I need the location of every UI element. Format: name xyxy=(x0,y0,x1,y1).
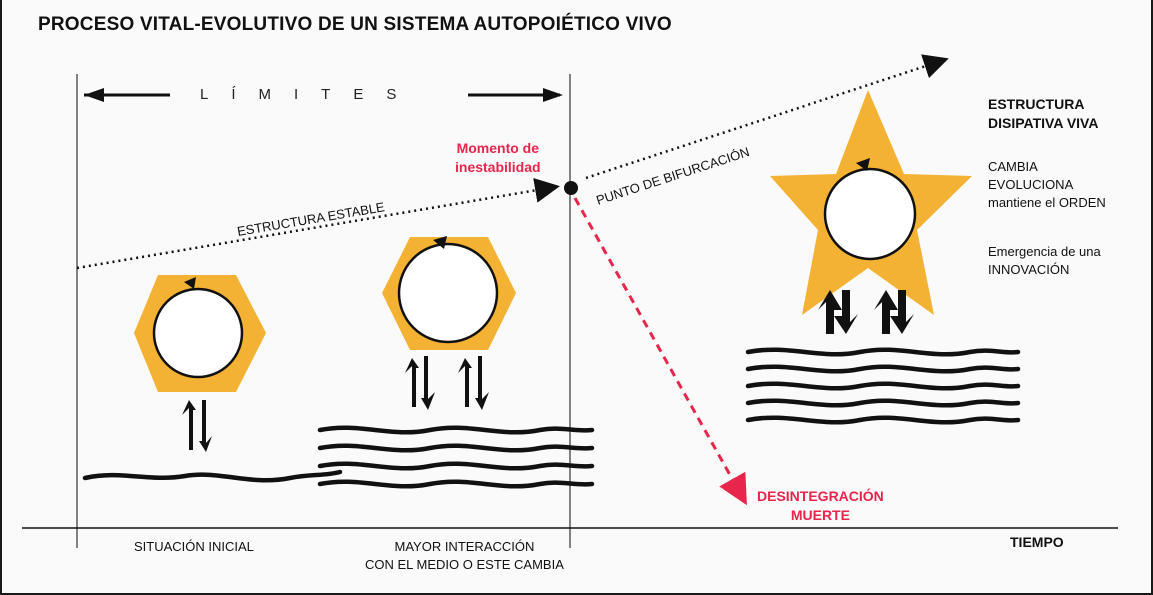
bifurcation-point xyxy=(564,181,578,195)
wave-icon xyxy=(745,347,1021,425)
exchange-arrows-icon xyxy=(405,356,489,410)
estructura-line-1: ESTRUCTURA xyxy=(988,96,1085,112)
desintegracion-line-1: DESINTEGRACIÓN xyxy=(757,488,884,504)
limites-arrows xyxy=(84,88,563,102)
tiempo-label: TIEMPO xyxy=(1010,534,1064,550)
cambia-line-2: EVOLUCIONA xyxy=(988,177,1074,192)
wave-icon xyxy=(317,425,595,489)
desintegracion-line-2: MUERTE xyxy=(790,507,850,523)
emergencia-line-1: Emergencia de una xyxy=(988,244,1101,259)
momento-line-2: inestabilidad xyxy=(455,159,541,175)
exchange-arrows-icon xyxy=(818,290,914,334)
mayor-interaccion-label: MAYOR INTERACCIÓN CON EL MEDIO O ESTE CA… xyxy=(365,538,564,574)
momento-inestabilidad-label: Momento de inestabilidad xyxy=(455,139,541,177)
estructura-line-2: DISIPATIVA VIVA xyxy=(988,115,1099,131)
hexagon-cycle-icon xyxy=(382,236,516,350)
desintegracion-line xyxy=(573,197,747,506)
limites-label: LÍMITES xyxy=(200,86,420,103)
cambia-line-1: CAMBIA xyxy=(988,159,1038,174)
estructura-estable-label: ESTRUCTURA ESTABLE xyxy=(236,199,386,239)
momento-line-1: Momento de xyxy=(456,140,540,156)
mayor-line-1: MAYOR INTERACCIÓN xyxy=(394,539,535,554)
punto-bifurcacion-label: PUNTO DE BIFURCACIÓN xyxy=(594,144,751,208)
situacion-inicial-label: SITUACIÓN INICIAL xyxy=(134,539,254,554)
cambia-line-3: mantiene el ORDEN xyxy=(988,195,1106,210)
hexagon-cycle-icon xyxy=(134,275,266,392)
cambia-text: CAMBIA EVOLUCIONA mantiene el ORDEN xyxy=(988,158,1106,212)
emergencia-text: Emergencia de una INNOVACIÓN xyxy=(988,243,1101,279)
desintegracion-label: DESINTEGRACIÓN MUERTE xyxy=(757,487,884,525)
star-cycle-icon xyxy=(770,90,972,315)
emergencia-line-2: INNOVACIÓN xyxy=(988,262,1070,277)
wave-icon xyxy=(82,469,343,483)
diagram-title: PROCESO VITAL-EVOLUTIVO DE UN SISTEMA AU… xyxy=(38,14,672,35)
exchange-arrows-icon xyxy=(182,400,212,452)
estructura-disipativa-label: ESTRUCTURA DISIPATIVA VIVA xyxy=(988,95,1098,133)
mayor-line-2: CON EL MEDIO O ESTE CAMBIA xyxy=(365,557,564,572)
